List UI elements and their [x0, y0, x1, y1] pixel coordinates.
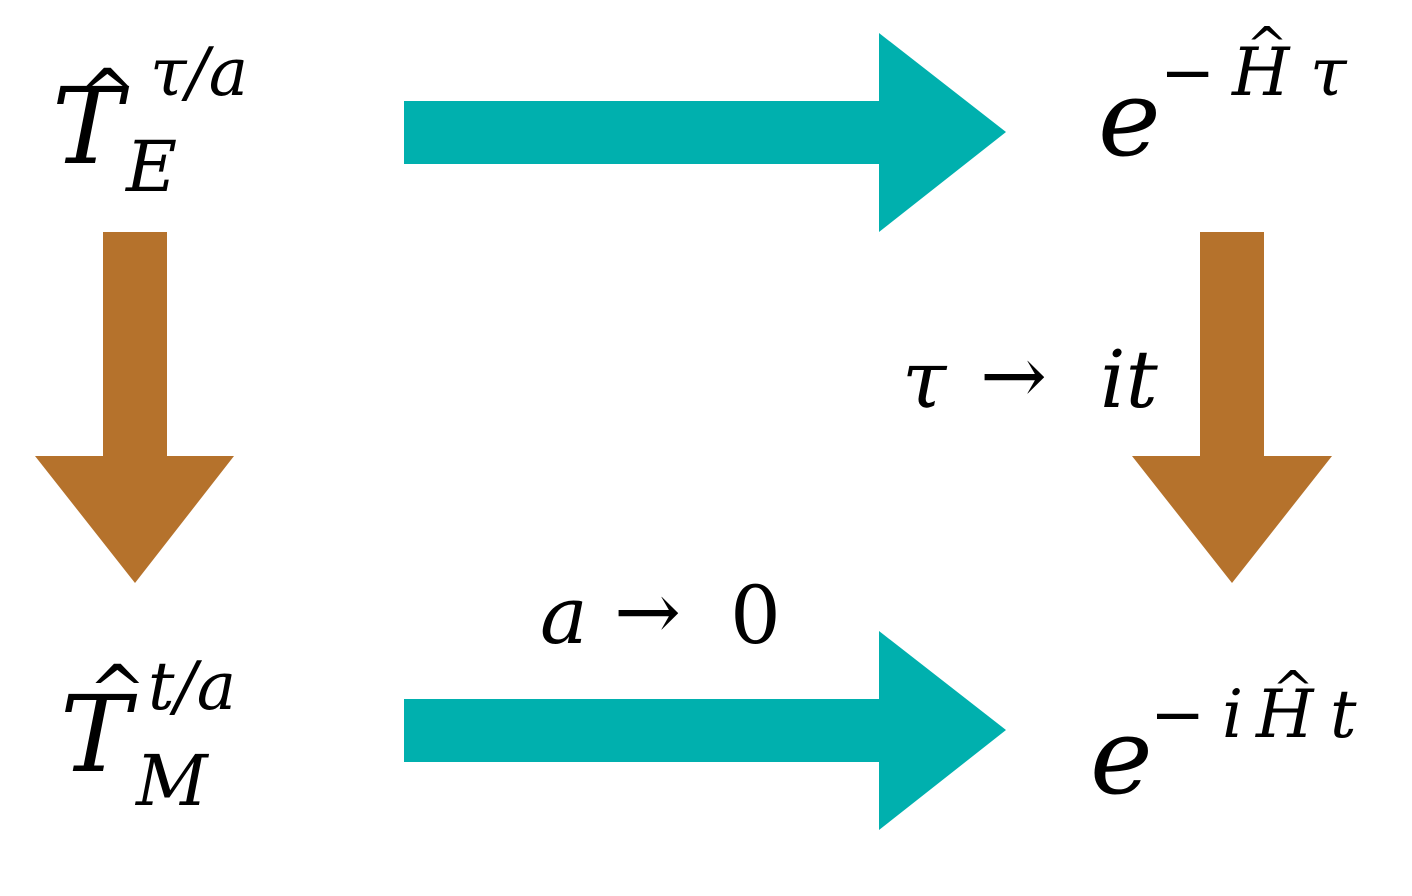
bottom-right-exponent-sign: −: [1150, 676, 1206, 753]
right-label-arrow: →: [980, 329, 1048, 422]
top-left-hat: ^: [78, 54, 137, 136]
top-right-exponent-sign: −: [1160, 34, 1216, 111]
bottom-label-arrow: →: [614, 565, 682, 658]
bottom-right-exponent-hat: ^: [1272, 660, 1314, 718]
bottom-right-exponent-var: t: [1330, 676, 1357, 753]
top-right-exponent-var: τ: [1310, 34, 1347, 111]
top-left-superscript: τ/a: [150, 34, 249, 111]
top-right-exponent-hat: ^: [1246, 16, 1288, 74]
top-right-base: e: [1098, 57, 1161, 180]
left-vertical-arrow: [35, 232, 234, 583]
bottom-left-hat: ^: [88, 650, 147, 732]
bottom-right-base: e: [1090, 695, 1153, 818]
top-left-subscript: E: [126, 126, 178, 208]
top-left-base: T: [52, 65, 123, 188]
bottom-right-exponent-i: i: [1222, 676, 1244, 753]
bottom-label-from: a: [540, 569, 588, 662]
right-label-to: it: [1100, 333, 1158, 426]
bottom-horizontal-arrow: [404, 631, 1006, 830]
right-vertical-arrow: [1132, 232, 1332, 583]
bottom-left-base: T: [60, 673, 131, 796]
bottom-left-superscript: t/a: [148, 648, 237, 725]
bottom-label-to: 0: [730, 569, 781, 662]
bottom-left-subscript: M: [136, 740, 208, 822]
top-horizontal-arrow: [404, 33, 1006, 232]
bottom-right-exponent-op: H: [1256, 676, 1314, 753]
right-label-from: τ: [902, 333, 947, 426]
top-right-exponent-op: H: [1232, 34, 1290, 111]
